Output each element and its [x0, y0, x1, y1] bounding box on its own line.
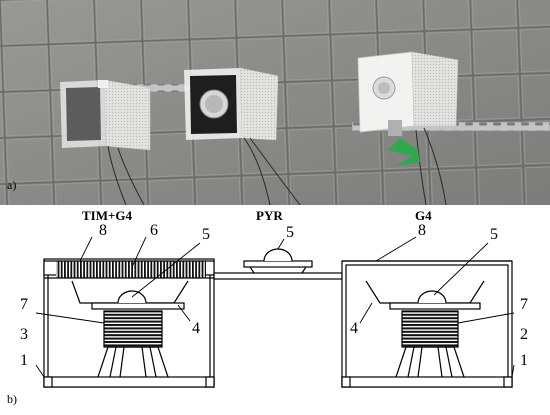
- green-cable-tuft: [388, 138, 420, 166]
- label-4-left: 4: [192, 320, 200, 337]
- left-box: [43, 258, 215, 388]
- pyr-box-photo: [357, 51, 459, 136]
- title-g4: G4: [415, 208, 432, 223]
- rail-bracket: [98, 80, 108, 88]
- photo-panel: a): [0, 0, 550, 205]
- photo-scene: [0, 0, 550, 205]
- pyr-unit: [213, 248, 343, 280]
- label-3: 3: [20, 326, 28, 343]
- label-7-right: 7: [520, 296, 528, 313]
- label-6: 6: [150, 222, 158, 239]
- label-5-right: 5: [490, 226, 498, 243]
- label-1-right: 1: [520, 352, 528, 369]
- label-5-left: 5: [202, 226, 210, 243]
- diagram-panel: TIM+G4 PYR G4: [0, 205, 550, 410]
- right-box: [341, 260, 513, 388]
- label-2: 2: [520, 326, 528, 343]
- label-5-mid: 5: [286, 224, 294, 241]
- label-4-right: 4: [350, 320, 358, 337]
- label-8-left: 8: [99, 222, 107, 239]
- leader-lines: [35, 236, 515, 378]
- label-8-right: 8: [418, 222, 426, 239]
- tim-g4-box-photo: [60, 79, 151, 151]
- label-1-left: 1: [20, 352, 28, 369]
- title-tim-g4: TIM+G4: [82, 208, 133, 223]
- panel-b-label: b): [7, 392, 17, 406]
- panel-a-label: a): [7, 178, 17, 192]
- diagram-svg: TIM+G4 PYR G4: [20, 208, 528, 388]
- title-pyr: PYR: [256, 208, 283, 223]
- label-7-left: 7: [20, 296, 28, 313]
- cables: [107, 127, 447, 205]
- g4-box-photo: [184, 67, 279, 141]
